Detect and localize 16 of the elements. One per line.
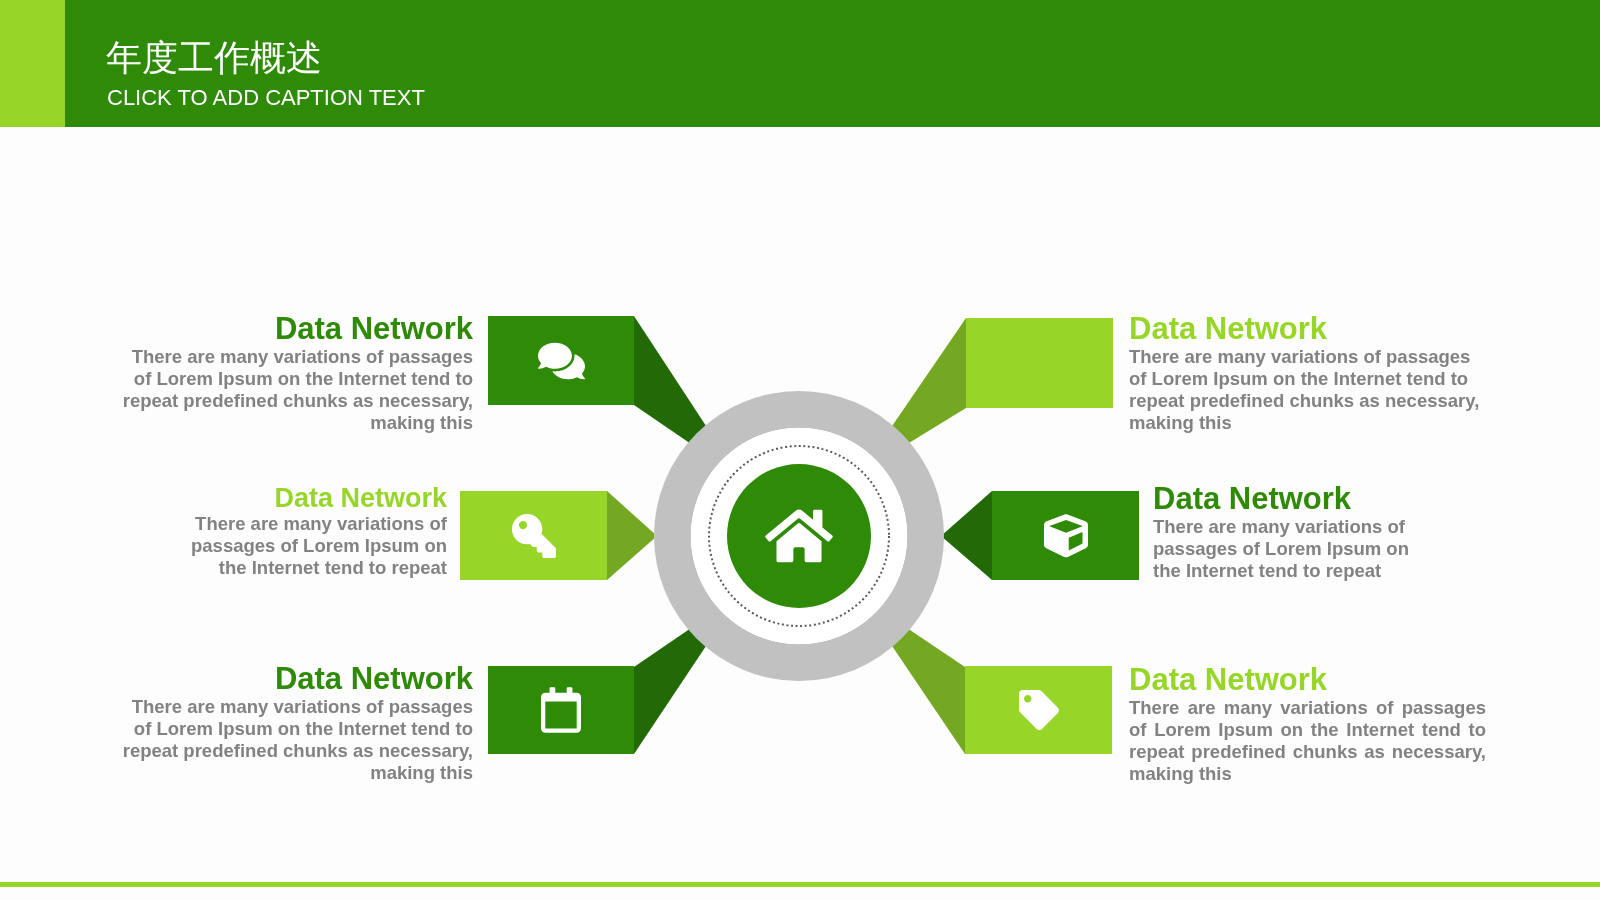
tile-heading: Data Network [274,483,447,513]
tile-heading: Data Network [274,661,473,696]
tile-heading: Data Network [1153,481,1352,516]
tile-description: There are many variations of passages of Lorem Ipsum on the Internet tend to repeat predefined chunks as necessary, making this [121,346,473,434]
tile-description: There are many variations of passages of Lorem Ipsum on the Internet tend to repeat predefined chunks as necessary, making this [1129,697,1486,785]
tile-description: There are many variations of passages of Lorem Ipsum on the Internet tend to repeat [190,513,447,579]
pointed-tab [941,491,1139,580]
tile-description: There are many variations of passages of Lorem Ipsum on the Internet tend to repeat predefined chunks as necessary, making this [1129,346,1481,434]
tile-description: There are many variations of passages of Lorem Ipsum on the Internet tend to repeat [1153,516,1410,582]
slide-subtitle: CLICK TO ADD CAPTION TEXT [107,85,425,111]
tile-description: There are many variations of passages of Lorem Ipsum on the Internet tend to repeat predefined chunks as necessary, making this [121,696,473,784]
pointed-tab [460,491,657,580]
tile-heading: Data Network [274,311,473,346]
tile-heading: Data Network [1129,311,1328,346]
tile-heading: Data Network [1129,662,1328,697]
slide-title: 年度工作概述 [106,37,322,79]
